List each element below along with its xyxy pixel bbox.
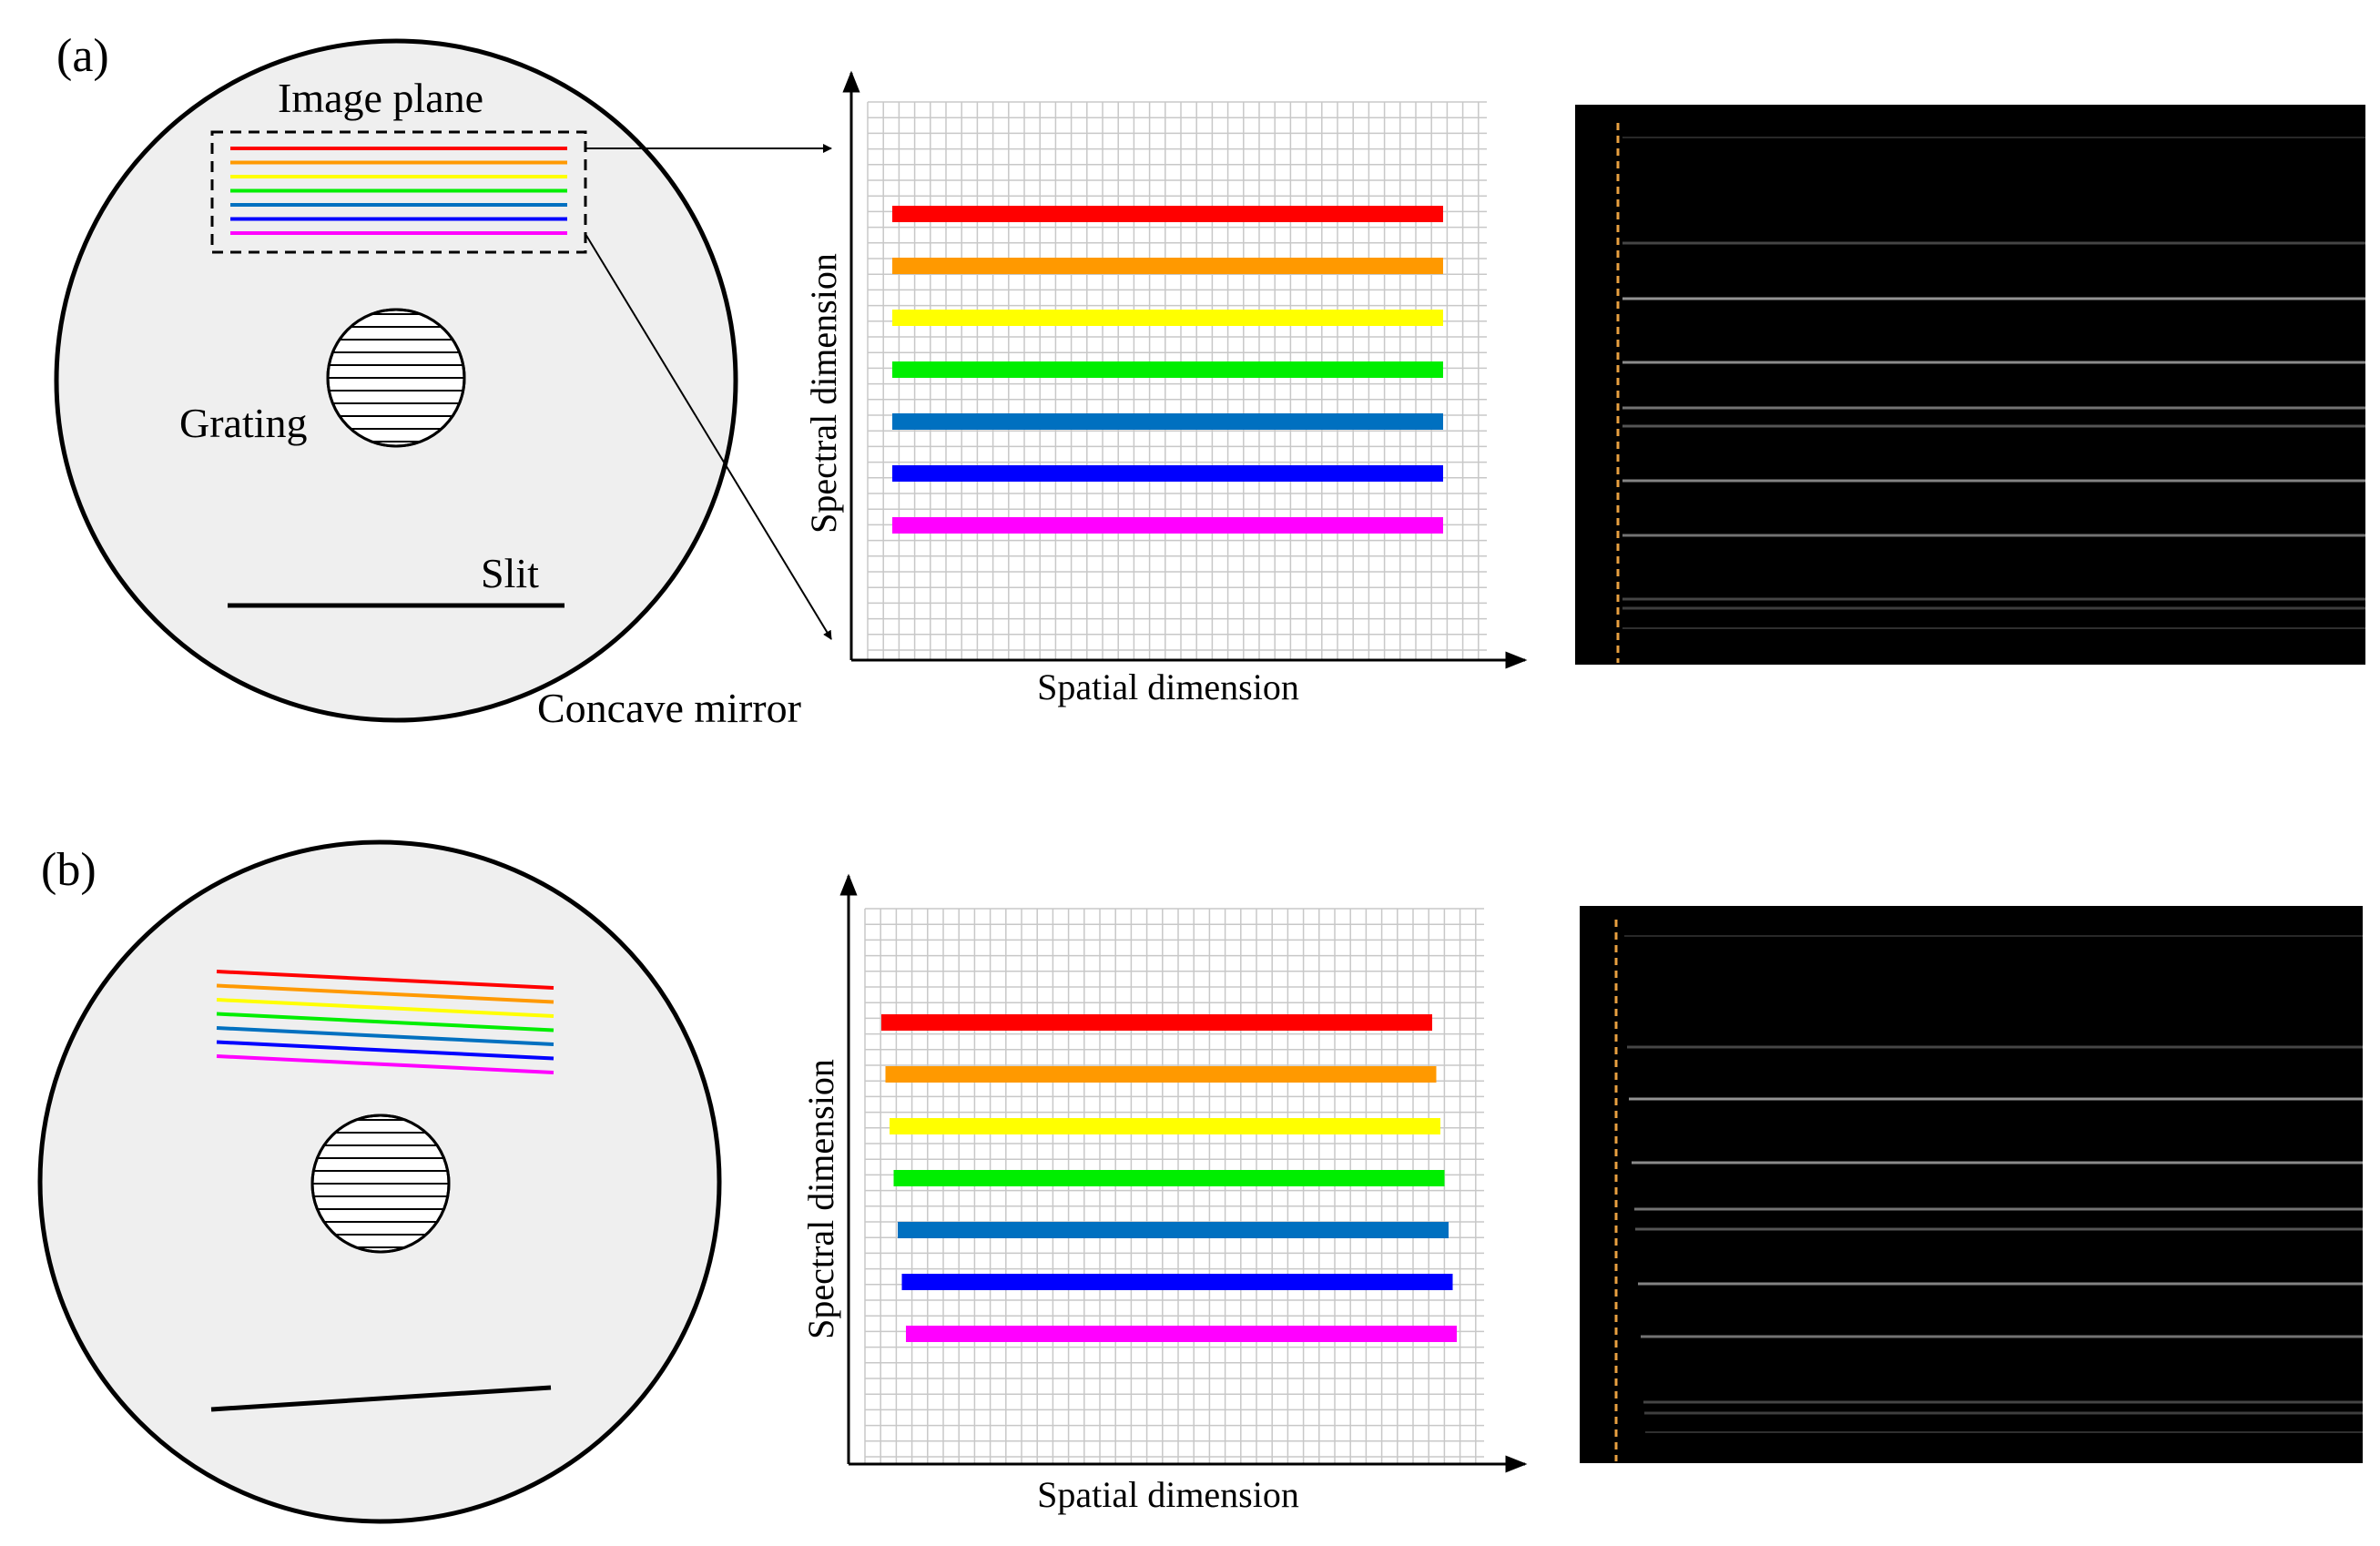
concave-mirror-label: Concave mirror [537, 685, 801, 731]
spectral-bar [892, 517, 1443, 534]
panel-b: (b) Spatial dimension Spectral dimension [37, 839, 2363, 1524]
sensor-grid-b: Spatial dimension Spectral dimension [800, 873, 1528, 1515]
concave-mirror-b [37, 839, 722, 1524]
panel-a: (a) Image plane Grating Slit Concave mir… [54, 30, 2365, 731]
spectral-bar [901, 1274, 1453, 1290]
detector-image-a [1575, 105, 2365, 665]
panel-b-label: (b) [41, 844, 97, 896]
spectral-line [216, 1012, 554, 1032]
spectral-bar [885, 1066, 1437, 1083]
detector-image-b [1580, 906, 2363, 1463]
grating-outline [326, 308, 466, 448]
spectral-bars [881, 1014, 1457, 1342]
slit-label: Slit [481, 550, 539, 596]
spectral-bar [892, 310, 1443, 326]
sensor-grid-a: Spatial dimension Spectral dimension [803, 70, 1528, 707]
spectral-bar [892, 465, 1443, 482]
grid-lines [867, 101, 1487, 660]
detector-frame [1580, 906, 2363, 1463]
spectral-bar [881, 1014, 1432, 1031]
image-plane-box [210, 130, 587, 254]
grating-outline [310, 1114, 451, 1254]
x-axis-label: Spatial dimension [1037, 666, 1299, 707]
grating-label: Grating [179, 400, 308, 446]
y-axis-label: Spectral dimension [800, 1059, 841, 1339]
spectral-bar [906, 1326, 1457, 1342]
spectral-line [216, 1040, 554, 1061]
spectral-bar [898, 1222, 1449, 1238]
zoom-arrow-bottom [585, 233, 832, 640]
spectral-bar [892, 206, 1443, 222]
image-plane-label: Image plane [278, 75, 483, 121]
image-plane-spectral-lines [230, 147, 567, 235]
spectral-line [216, 983, 554, 1004]
image-plane-spectral-lines-tilted [216, 970, 554, 1074]
spectral-line [216, 1054, 554, 1074]
spectral-bar [892, 258, 1443, 274]
detector-frame [1575, 105, 2365, 665]
x-axis-label: Spatial dimension [1037, 1474, 1299, 1515]
spectral-bar [892, 413, 1443, 430]
panel-a-label: (a) [56, 30, 109, 82]
detector-spectral-lines [1624, 935, 2363, 1433]
detector-spectral-lines [1622, 137, 2365, 629]
spectral-bar [892, 361, 1443, 378]
concave-mirror-a: Image plane Grating Slit [54, 38, 738, 723]
spectral-bar [890, 1118, 1440, 1134]
spectral-bar [893, 1170, 1445, 1186]
spectral-line [216, 970, 554, 990]
slit-line-tilted [210, 1385, 552, 1412]
spectral-line [216, 998, 554, 1018]
y-axis-label: Spectral dimension [803, 253, 844, 534]
spectral-line [216, 1026, 554, 1046]
spectral-bars [892, 206, 1443, 534]
